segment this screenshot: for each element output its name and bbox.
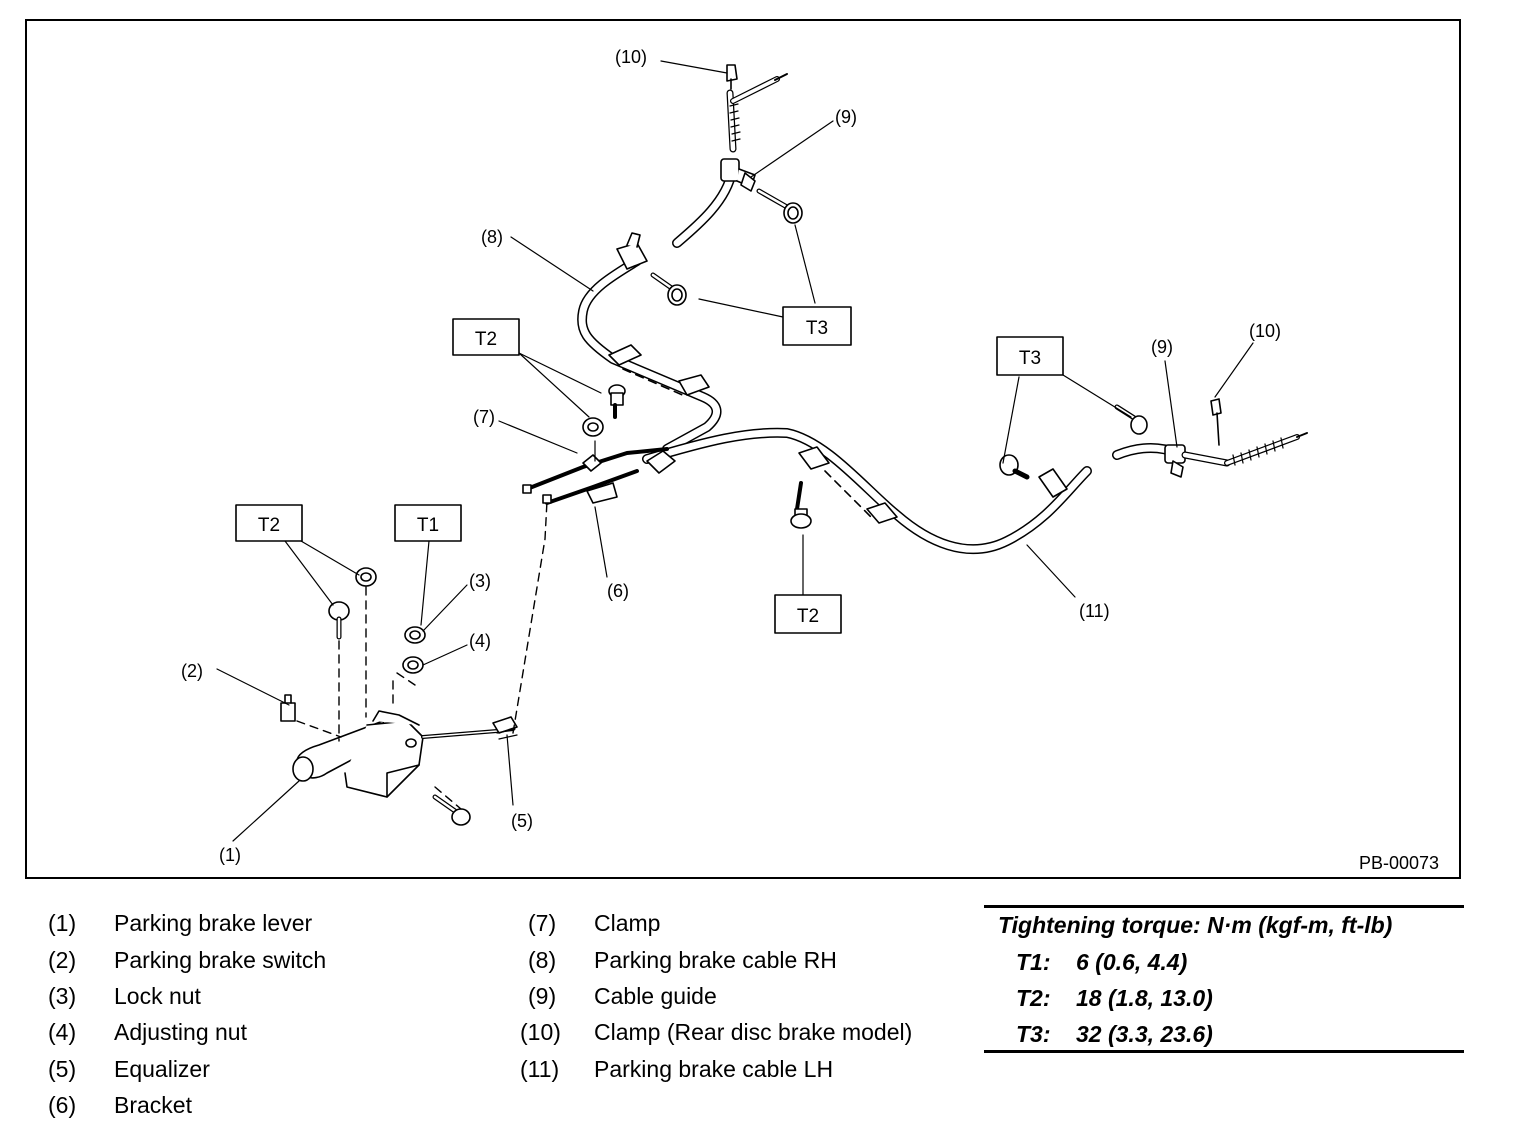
legend-item-label: Clamp <box>594 910 661 936</box>
legend-item-number: (11) <box>520 1056 560 1082</box>
legend-item-label: Bracket <box>114 1092 192 1118</box>
figure-frame: T2 T3 T2 T1 T3 T2 (10) (9) (8) (7) (6) <box>25 19 1461 879</box>
leader-lines <box>216 60 1254 842</box>
callout-1: (1) <box>219 845 241 865</box>
legend-item-number: (9) <box>528 983 557 1009</box>
torque-key: T1: <box>1016 949 1051 975</box>
bolt-t3-right-lower <box>999 454 1030 480</box>
callout-6: (6) <box>607 581 629 601</box>
torque-box-t3-right: T3 <box>996 336 1064 376</box>
clamp-right <box>1210 398 1222 446</box>
torque-box-t2-left: T2 <box>235 504 303 542</box>
legend-item-label: Parking brake switch <box>114 947 327 973</box>
bolt-t2-upper <box>608 384 626 419</box>
legend-item-number: (8) <box>528 947 557 973</box>
torque-table-bottom-rule <box>984 1050 1464 1053</box>
legend-item-label: Parking brake cable LH <box>594 1056 834 1082</box>
legend-item-label: Cable guide <box>594 983 717 1009</box>
torque-box-t3-upper: T3 <box>782 306 852 346</box>
torque-table-title: Tightening torque: N·m (kgf-m, ft-lb) <box>998 912 1393 938</box>
legend-item-label: Lock nut <box>114 983 201 1009</box>
torque-box-t1: T1 <box>394 504 462 542</box>
legend-item-number: (2) <box>48 947 77 973</box>
legend-item-number: (5) <box>48 1056 77 1082</box>
bolt-t3-upper-right <box>756 188 803 224</box>
assembly-lines-lever <box>296 500 548 810</box>
callout-3: (3) <box>469 571 491 591</box>
parking-brake-lever <box>292 710 515 798</box>
parking-brake-cable-lh <box>642 427 1308 555</box>
adjusting-nut <box>402 656 424 674</box>
torque-key: T3: <box>1016 1021 1051 1047</box>
callout-9-upper: (9) <box>835 107 857 127</box>
legend-item-number: (4) <box>48 1019 77 1045</box>
callout-5: (5) <box>511 811 533 831</box>
torque-value: 6 (0.6, 4.4) <box>1076 949 1188 975</box>
bolt-t3-upper-left <box>650 272 687 306</box>
torque-box-t1-label: T1 <box>417 515 439 536</box>
bolt-lever <box>432 794 471 826</box>
callout-8: (8) <box>481 227 503 247</box>
callout-11: (11) <box>1079 601 1110 621</box>
bolt-t2-left <box>328 601 350 640</box>
clamp-upper <box>726 64 738 90</box>
torque-key: T2: <box>1016 985 1051 1011</box>
bolt-t2-lower <box>790 481 812 529</box>
torque-value: 32 (3.3, 23.6) <box>1076 1021 1213 1047</box>
nut-t2-left <box>355 567 377 587</box>
parking-brake-cable-rh <box>577 73 788 454</box>
callout-9-right: (9) <box>1151 337 1173 357</box>
nut-t2-upper <box>582 417 604 437</box>
legend-item-label: Adjusting nut <box>114 1019 247 1045</box>
parking-brake-switch <box>280 694 296 722</box>
callout-2: (2) <box>181 661 203 681</box>
equalizer <box>492 716 518 740</box>
legend-item-number: (10) <box>520 1019 561 1045</box>
legend-item-number: (1) <box>48 910 77 936</box>
callout-4: (4) <box>469 631 491 651</box>
torque-box-t3-upper-label: T3 <box>806 318 828 339</box>
torque-value: 18 (1.8, 13.0) <box>1076 985 1213 1011</box>
torque-box-t2-upper-label: T2 <box>475 329 497 350</box>
legend-item-label: Clamp (Rear disc brake model) <box>594 1019 913 1045</box>
legend-item-number: (6) <box>48 1092 77 1118</box>
lock-nut <box>404 626 426 644</box>
legend-item-label: Equalizer <box>114 1056 210 1082</box>
cable-guide-upper <box>740 172 756 192</box>
torque-table-top-rule <box>984 905 1464 908</box>
cable-guide-right <box>1170 460 1184 478</box>
callout-7: (7) <box>473 407 495 427</box>
torque-box-t2-lower: T2 <box>774 594 842 634</box>
legend-item-number: (3) <box>48 983 77 1009</box>
legend-item-label: Parking brake lever <box>114 910 313 936</box>
torque-box-t2-left-label: T2 <box>258 515 280 536</box>
figure-id: PB-00073 <box>1359 853 1439 873</box>
callout-10-right: (10) <box>1249 321 1281 341</box>
torque-box-t2-upper: T2 <box>452 318 520 356</box>
bolt-t3-right-upper <box>1114 404 1148 435</box>
torque-box-t2-lower-label: T2 <box>797 606 819 627</box>
parking-brake-diagram: T2 T3 T2 T1 T3 T2 (10) (9) (8) (7) (6) <box>181 47 1439 873</box>
torque-box-t3-right-label: T3 <box>1019 348 1041 369</box>
legend-item-number: (7) <box>528 910 557 936</box>
clamp-and-bracket <box>522 440 676 505</box>
legend-item-label: Parking brake cable RH <box>594 947 837 973</box>
callout-10-upper: (10) <box>615 47 647 67</box>
